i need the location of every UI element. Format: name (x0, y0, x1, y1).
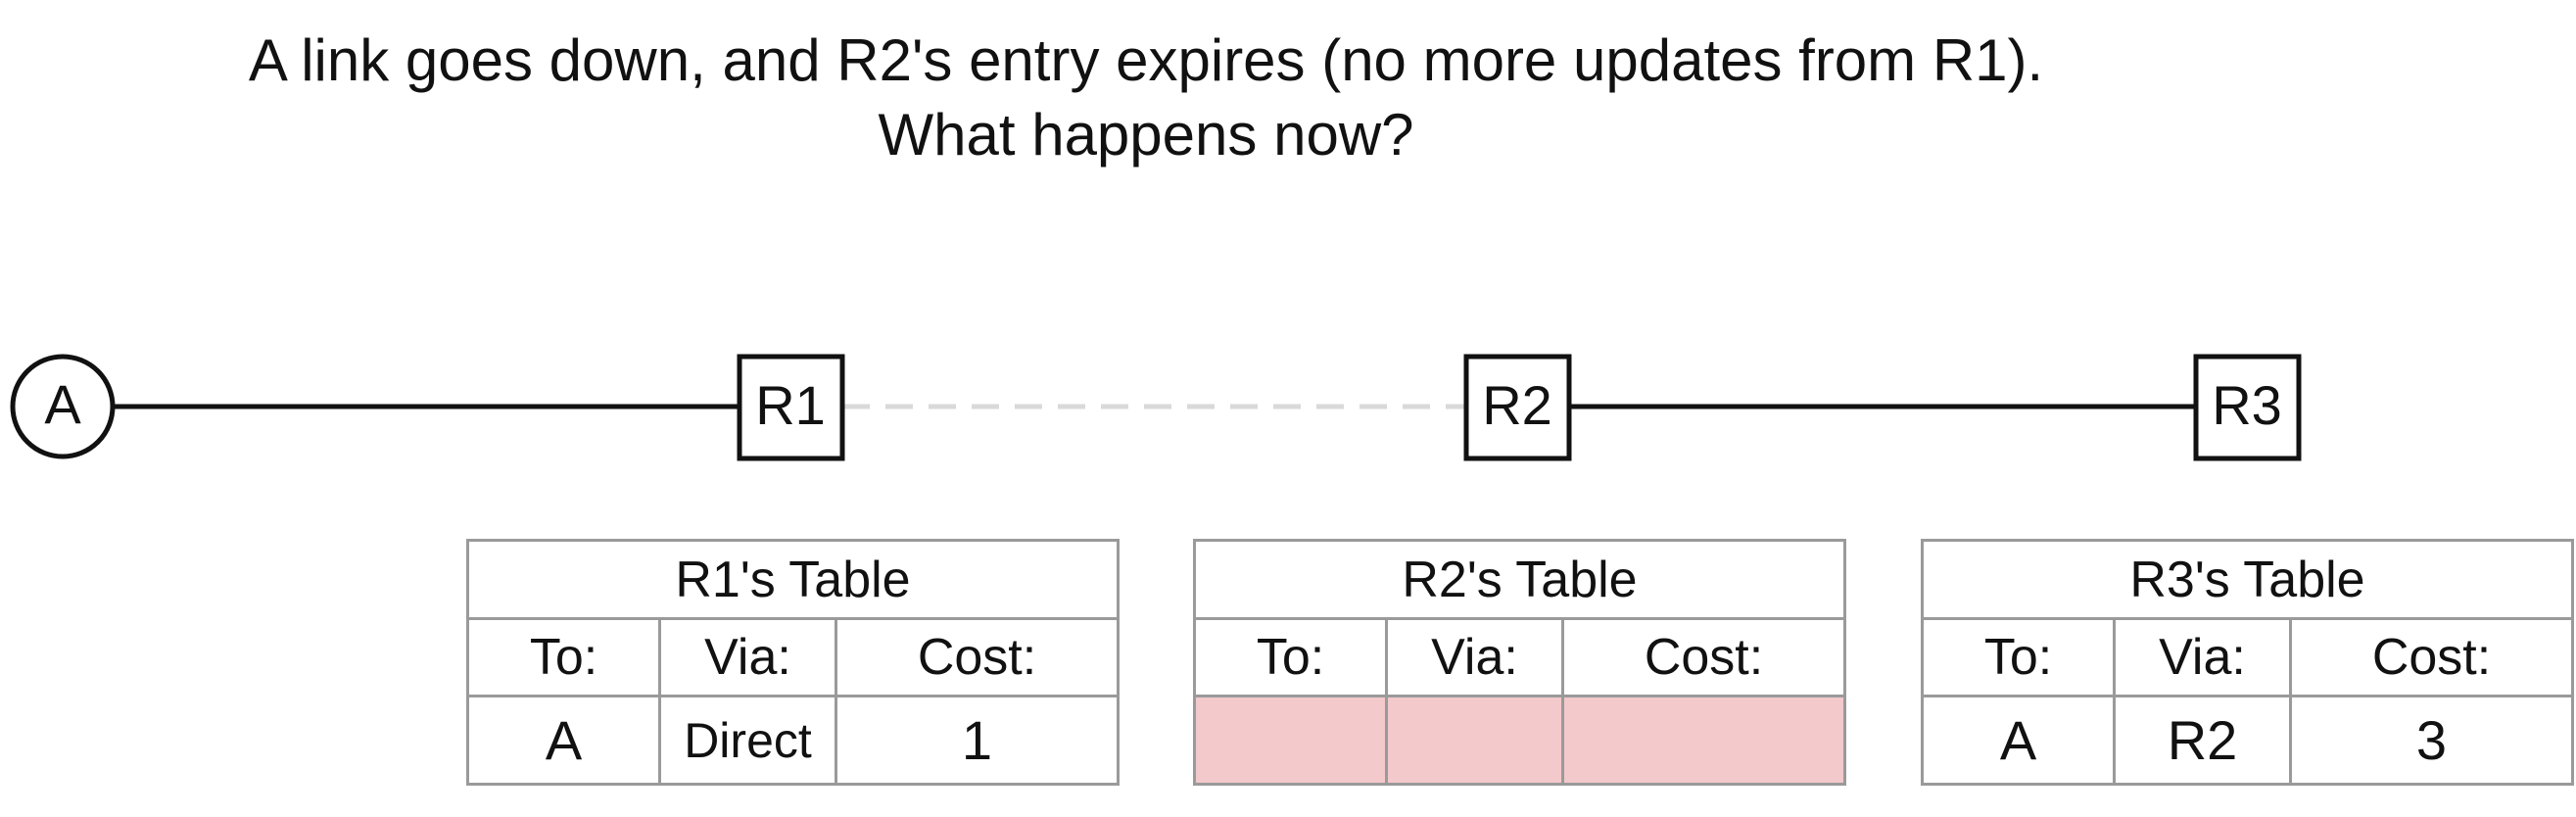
r2-routing-table: R2's Table To: Via: Cost: (1193, 539, 1846, 786)
cell-cost: 3 (2289, 695, 2574, 786)
header-cost: Cost: (2289, 617, 2574, 697)
expired-entry-row (1193, 695, 1846, 786)
header-to: To: (1921, 617, 2116, 697)
host-a-node (10, 354, 116, 459)
header-cost: Cost: (835, 617, 1120, 697)
router-r1-node (737, 354, 845, 461)
router-r3-node (2193, 354, 2302, 461)
table-caption: R2's Table (1193, 539, 1846, 620)
title-line-1: A link goes down, and R2's entry expires… (248, 27, 2044, 93)
header-to: To: (1193, 617, 1388, 697)
router-r3-label: R3 (2212, 374, 2282, 436)
header-via: Via: (1385, 617, 1564, 697)
r3-routing-table: R3's Table To: Via: Cost: A R2 3 (1921, 539, 2574, 786)
table-caption: R1's Table (466, 539, 1120, 620)
cell-via: Direct (658, 695, 837, 786)
header-via: Via: (2113, 617, 2292, 697)
table-caption: R3's Table (1921, 539, 2574, 620)
r1-routing-table: R1's Table To: Via: Cost: A Direct 1 (466, 539, 1120, 786)
header-via: Via: (658, 617, 837, 697)
cell-cost (1561, 695, 1846, 786)
cell-to (1193, 695, 1388, 786)
cell-cost: 1 (835, 695, 1120, 786)
cell-to: A (466, 695, 661, 786)
title-line-2: What happens now? (878, 102, 1414, 168)
router-r2-label: R2 (1482, 374, 1552, 436)
cell-via (1385, 695, 1564, 786)
header-cost: Cost: (1561, 617, 1846, 697)
cell-to: A (1921, 695, 2116, 786)
cell-via: R2 (2113, 695, 2292, 786)
router-r2-node (1463, 354, 1572, 461)
router-r1-label: R1 (755, 374, 826, 436)
host-a-label: A (44, 373, 81, 435)
header-to: To: (466, 617, 661, 697)
